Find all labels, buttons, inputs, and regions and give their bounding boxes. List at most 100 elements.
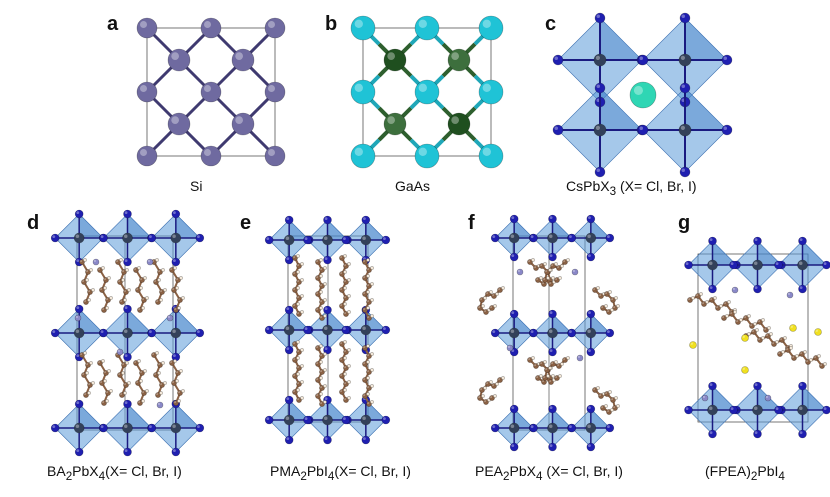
- atom-highlight: [552, 280, 554, 282]
- atom-highlight: [549, 234, 553, 238]
- atom-highlight: [688, 298, 691, 300]
- atom-highlight: [297, 280, 299, 282]
- atom-highlight: [163, 288, 165, 290]
- ba-chain-carbon: [141, 390, 147, 396]
- atom-highlight: [173, 359, 175, 361]
- x-atom: [50, 328, 60, 338]
- pma-ring-hydrogen: [323, 266, 327, 270]
- atom-highlight: [344, 350, 346, 352]
- atom-highlight: [155, 258, 157, 260]
- atom-highlight: [320, 402, 322, 404]
- atom-highlight: [752, 330, 755, 332]
- ba-chain-carbon: [135, 380, 141, 386]
- atom-highlight: [733, 310, 735, 312]
- ba-chain-hydrogen: [179, 276, 183, 280]
- atom-highlight: [324, 307, 328, 310]
- atom-highlight: [540, 362, 543, 364]
- atom-highlight: [85, 278, 88, 280]
- pea-ring-hydrogen: [548, 366, 552, 370]
- atom-highlight: [543, 262, 545, 264]
- atom-highlight: [156, 393, 158, 395]
- ba-chain-hydrogen: [91, 288, 95, 292]
- ba-chain-carbon: [177, 297, 183, 303]
- fpea-chain-hydrogen: [761, 336, 765, 340]
- atom-highlight: [343, 237, 346, 241]
- x-atom: [264, 235, 274, 245]
- pma-ring-carbon: [319, 267, 325, 273]
- pma-ring-hydrogen: [319, 344, 323, 348]
- atom-highlight: [285, 416, 290, 420]
- pea-ring-carbon: [592, 387, 598, 393]
- fpea-chain-hydrogen: [767, 326, 771, 330]
- pma-ring-carbon: [366, 385, 372, 391]
- caption-ba2pbx4: BA2PbX4(X= Cl, Br, I): [47, 463, 182, 483]
- atom-highlight: [608, 390, 610, 392]
- atom-highlight: [542, 380, 545, 382]
- atom-highlight: [366, 258, 368, 260]
- fpea-chain-carbon: [819, 363, 825, 369]
- ba-chain-hydrogen: [139, 379, 143, 383]
- x-atom: [381, 415, 391, 425]
- atom-highlight: [124, 329, 128, 333]
- atom-highlight: [366, 360, 368, 362]
- atom-highlight: [370, 400, 372, 402]
- atom-highlight: [170, 361, 172, 363]
- octahedron-face: [289, 400, 310, 420]
- octahedron-face: [712, 241, 737, 265]
- pea-ring-hydrogen: [481, 304, 485, 308]
- atom-highlight: [319, 392, 321, 394]
- pma-ring-hydrogen: [366, 306, 370, 310]
- ba-chain-hydrogen: [91, 381, 95, 385]
- pma-ring-carbon: [315, 291, 321, 297]
- atom-highlight: [157, 371, 159, 373]
- atom-highlight: [354, 19, 363, 28]
- atom-highlight: [775, 262, 779, 265]
- fpea-chain-carbon: [715, 305, 721, 311]
- atom-highlight: [480, 388, 482, 390]
- pea-ring-carbon: [497, 377, 503, 383]
- atom-highlight: [569, 330, 572, 333]
- atom-highlight: [304, 327, 308, 330]
- octahedron-face: [552, 409, 572, 428]
- atom-highlight: [549, 406, 553, 409]
- atom-highlight: [595, 125, 601, 130]
- atom-highlight: [347, 396, 349, 398]
- atom-highlight: [511, 406, 515, 409]
- x-atom: [303, 325, 312, 335]
- atom-highlight: [76, 401, 80, 404]
- pma-ring-carbon: [292, 357, 298, 363]
- atom-highlight: [347, 380, 349, 382]
- atom-highlight: [554, 262, 556, 264]
- atom-highlight: [104, 371, 106, 373]
- pma-ring-hydrogen: [296, 286, 300, 290]
- ba-chain-carbon: [157, 269, 163, 275]
- atom-highlight: [296, 356, 298, 358]
- atom-highlight: [89, 361, 92, 363]
- pma-ring-carbon: [366, 267, 372, 273]
- octahedron-face: [552, 219, 572, 238]
- atom-highlight: [607, 410, 610, 412]
- atom-highlight: [366, 344, 368, 346]
- atom-highlight: [552, 378, 554, 380]
- x-atom: [798, 236, 807, 246]
- fpea-chain-carbon: [785, 347, 791, 353]
- pb-atom: [283, 324, 295, 336]
- atom-highlight: [607, 425, 610, 428]
- atom-highlight: [719, 304, 721, 306]
- atom-highlight: [268, 149, 275, 156]
- atom-highlight: [300, 396, 302, 398]
- x-atom: [284, 435, 294, 445]
- atom-highlight: [681, 84, 685, 88]
- atom-highlight: [495, 292, 497, 294]
- atom-highlight: [83, 351, 86, 353]
- si-atom: [200, 81, 222, 103]
- octahedron-face: [590, 314, 610, 333]
- atom-highlight: [754, 238, 758, 242]
- atom-highlight: [451, 116, 459, 124]
- atom-highlight: [495, 382, 497, 384]
- pea-ring-carbon: [489, 395, 495, 401]
- n-atom: [116, 348, 124, 356]
- atom-highlight: [297, 312, 299, 314]
- pea-ring-hydrogen: [548, 268, 552, 272]
- x-atom: [586, 309, 596, 319]
